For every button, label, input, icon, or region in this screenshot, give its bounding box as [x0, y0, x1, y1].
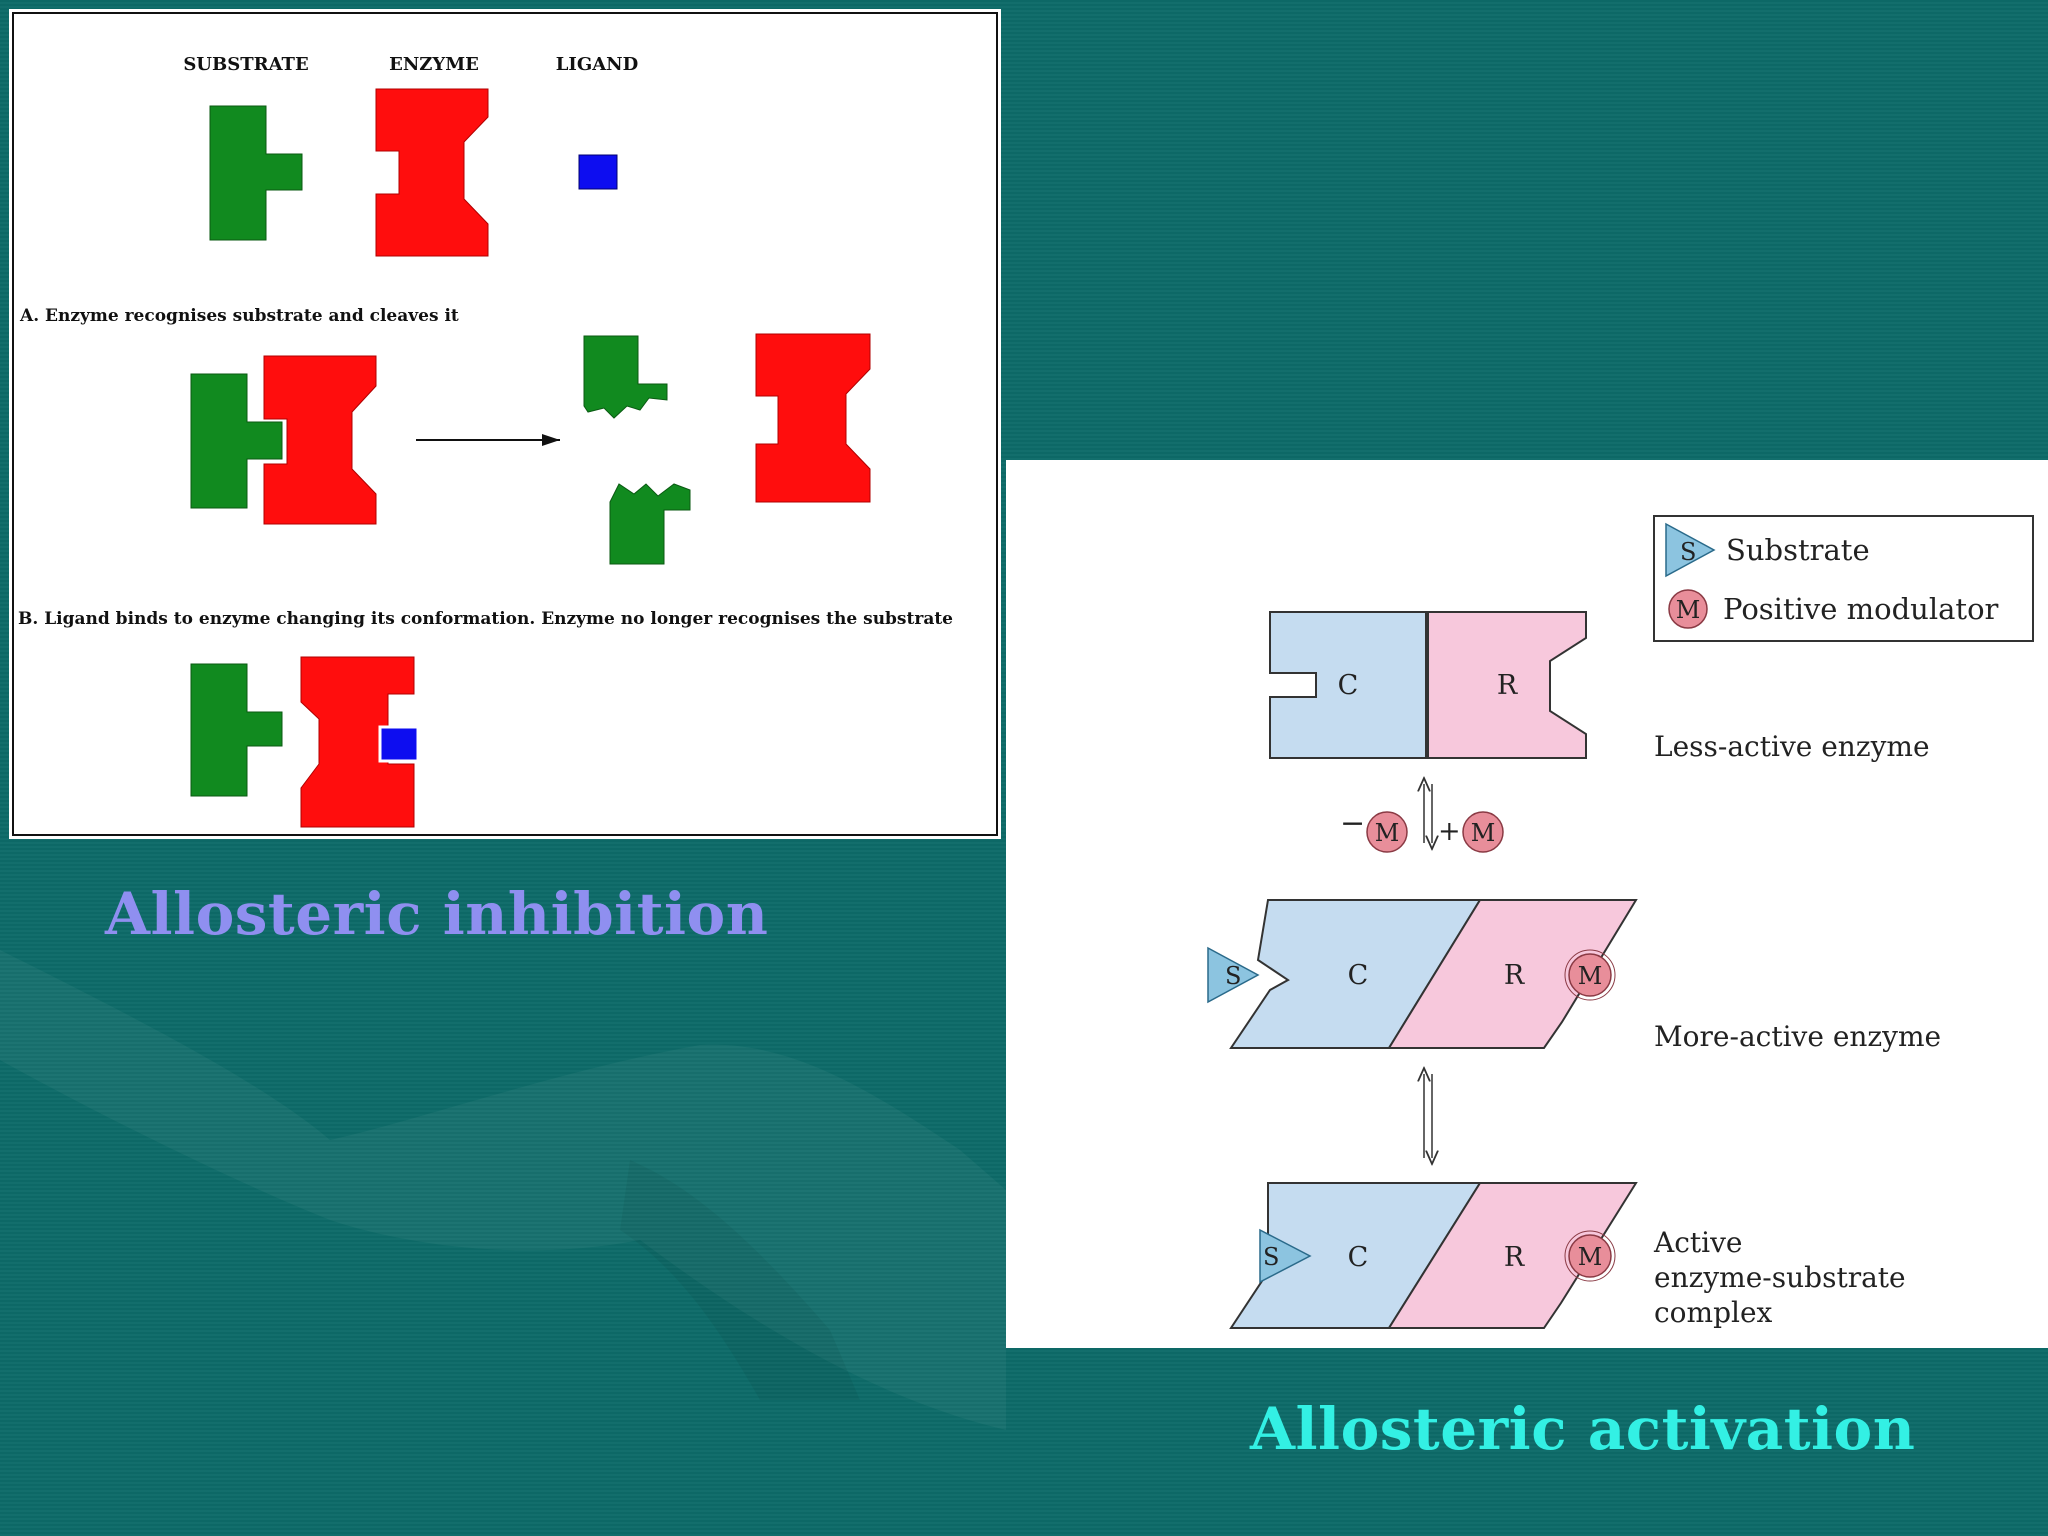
- modulator-release-icon: [1366, 811, 1408, 853]
- legend-modulator-symbol: M: [1676, 596, 1701, 624]
- modulator-bind-symbol: M: [1471, 819, 1496, 847]
- label-enzyme: ENZYME: [389, 54, 479, 75]
- catalytic-label-3: C: [1348, 1242, 1369, 1273]
- ligand-shape: [578, 154, 618, 190]
- enzyme-bound-shape: [263, 355, 377, 525]
- regulatory-label-3: R: [1504, 1242, 1525, 1273]
- inhibition-diagram: SUBSTRATE ENZYME LIGAND A. Enzyme recogn…: [18, 54, 953, 828]
- modulator-bound-icon-2: [1568, 953, 1612, 997]
- regulatory-subunit-active: [1387, 899, 1638, 1049]
- catalytic-label-2: C: [1348, 960, 1369, 991]
- reaction-arrow-head: [542, 434, 560, 446]
- legend-substrate-icon: [1665, 522, 1716, 578]
- equilibrium-minus: −: [1340, 806, 1365, 841]
- substrate-bound-symbol: S: [1263, 1243, 1279, 1271]
- label-ligand: LIGAND: [556, 54, 638, 75]
- legend-box: [1653, 515, 2034, 642]
- state-label-complex-line2: enzyme-substrate: [1654, 1261, 1906, 1294]
- state-label-less-active: Less-active enzyme: [1654, 730, 1930, 763]
- legend-substrate-symbol: S: [1680, 538, 1696, 566]
- caption-b: B. Ligand binds to enzyme changing its c…: [18, 609, 953, 629]
- modulator-release-symbol: M: [1375, 819, 1400, 847]
- title-allosteric-inhibition: Allosteric inhibition: [105, 880, 769, 948]
- ligand-bound-shape: [378, 725, 420, 763]
- label-substrate: SUBSTRATE: [183, 54, 308, 75]
- caption-a: A. Enzyme recognises substrate and cleav…: [19, 306, 459, 326]
- product-fragment-top: [583, 335, 668, 419]
- modulator-bind-icon: [1462, 811, 1504, 853]
- enzyme-shape: [375, 88, 489, 257]
- title-allosteric-activation: Allosteric activation: [1250, 1395, 1916, 1463]
- enzyme-inhibited-shape: [300, 656, 415, 828]
- state-label-complex-line1: Active: [1653, 1226, 1743, 1259]
- product-fragment-bottom: [609, 483, 691, 565]
- substrate-unbound-shape: [190, 663, 283, 797]
- modulator-bound-ring-3: [1564, 1230, 1616, 1282]
- modulator-bound-ring-2: [1564, 949, 1616, 1001]
- equilibrium-plus: +: [1438, 816, 1461, 847]
- substrate-bound-icon: [1259, 1228, 1312, 1284]
- regulatory-subunit-inactive: [1427, 611, 1587, 759]
- state-label-more-active: More-active enzyme: [1654, 1020, 1941, 1053]
- enzyme-released-shape: [755, 333, 871, 503]
- catalytic-label-1: C: [1338, 670, 1359, 701]
- substrate-free-icon: [1207, 946, 1260, 1004]
- regulatory-label-2: R: [1504, 960, 1525, 991]
- catalytic-subunit-inactive: [1269, 611, 1427, 759]
- activation-diagram: S Substrate M Positive modulator C R Les…: [1207, 515, 2034, 1329]
- legend-modulator-icon: [1668, 589, 1708, 629]
- activation-diagram-panel: S Substrate M Positive modulator C R Les…: [1006, 460, 2048, 1348]
- regulatory-label-1: R: [1497, 670, 1518, 701]
- modulator-bound-symbol-2: M: [1578, 962, 1603, 990]
- substrate-shape: [209, 105, 303, 241]
- inhibition-diagram-panel: SUBSTRATE ENZYME LIGAND A. Enzyme recogn…: [12, 12, 998, 836]
- substrate-bound-shape: [190, 373, 283, 509]
- modulator-bound-symbol-3: M: [1578, 1243, 1603, 1271]
- substrate-free-symbol: S: [1225, 962, 1241, 990]
- modulator-bound-icon-3: [1568, 1234, 1612, 1278]
- legend-substrate-label: Substrate: [1726, 533, 1870, 567]
- legend-modulator-label: Positive modulator: [1723, 592, 1999, 626]
- state-label-complex-line3: complex: [1654, 1296, 1773, 1329]
- regulatory-subunit-complex: [1387, 1182, 1638, 1329]
